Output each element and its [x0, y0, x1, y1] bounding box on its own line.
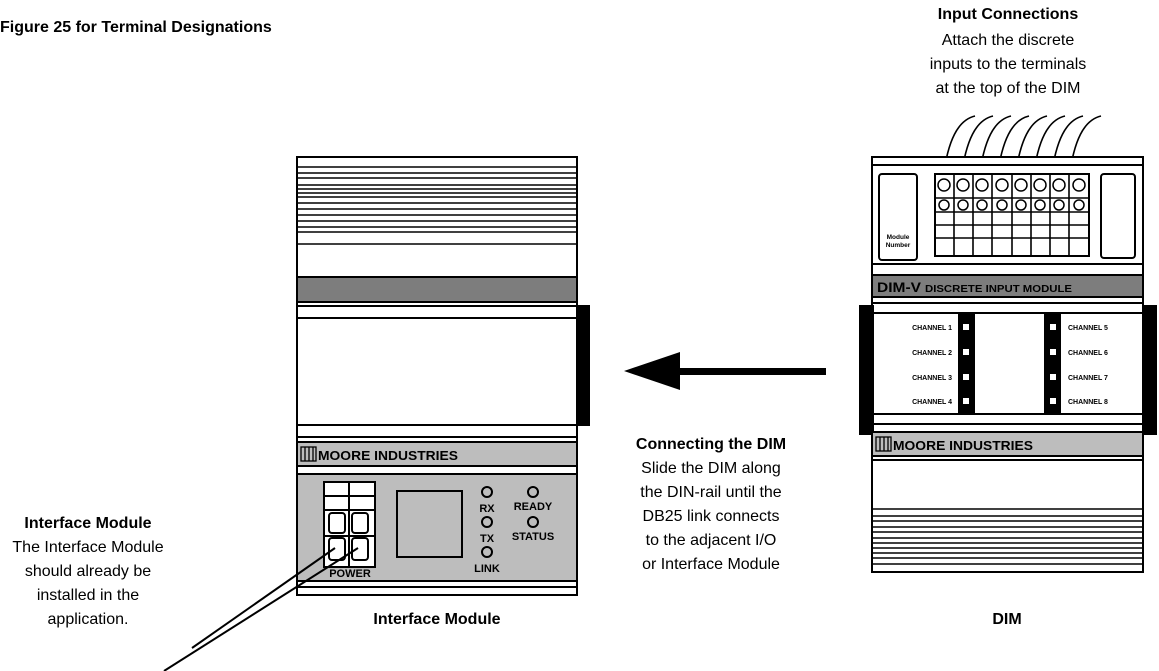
interface-module-brand: MOORE INDUSTRIES — [318, 449, 458, 463]
interface-module-callout-line-2: should already be — [25, 563, 151, 580]
ready-led — [527, 486, 539, 498]
dim-caption: DIM — [992, 611, 1021, 628]
power-label: POWER — [329, 568, 371, 580]
interface-module-led-labels: RX TX LINK READY STATUS — [474, 501, 554, 575]
dim-terminal-screws — [937, 178, 1086, 211]
interface-module-callout-line-4: application. — [48, 611, 129, 628]
interface-module-callout-line-1: The Interface Module — [12, 539, 163, 556]
tx-label: TX — [480, 533, 495, 545]
module-number-label-line-1: Module — [887, 234, 910, 241]
dim-channel-labels-right: CHANNEL 5 CHANNEL 6 CHANNEL 7 CHANNEL 8 — [1068, 325, 1108, 406]
interface-module-display-window — [396, 490, 463, 558]
module-number-box — [878, 173, 918, 261]
input-connections-line-3: at the top of the DIM — [936, 80, 1081, 97]
dim-model: DIM-V — [877, 279, 922, 295]
connecting-dim-line-2: the DIN-rail until the — [640, 484, 781, 501]
dim-brand-band — [871, 431, 1144, 457]
interface-module-gray-band — [296, 276, 578, 303]
interface-module-top-vents — [297, 166, 577, 245]
ready-label: READY — [514, 501, 553, 513]
dim-model-band — [871, 274, 1144, 298]
channel-6-label: CHANNEL 6 — [1068, 350, 1108, 357]
input-connections-callout: Input Connections Attach the discrete in… — [930, 6, 1087, 97]
status-label: STATUS — [512, 531, 554, 543]
input-connections-title: Input Connections — [938, 6, 1079, 23]
channel-3-label: CHANNEL 3 — [912, 375, 952, 382]
dim-drawing — [859, 115, 1157, 573]
connecting-dim-line-1: Slide the DIM along — [641, 460, 781, 477]
dim-bottom-vents — [872, 508, 1143, 565]
connecting-dim-callout: Connecting the DIM Slide the DIM along t… — [636, 436, 786, 573]
interface-module-caption: Interface Module — [373, 611, 500, 628]
figure-reference: Figure 25 for Terminal Designations — [0, 19, 272, 36]
channel-8-label: CHANNEL 8 — [1068, 399, 1108, 406]
interface-module-leds — [481, 486, 539, 558]
interface-module-callout-line-3: installed in the — [37, 587, 139, 604]
channel-2-label: CHANNEL 2 — [912, 350, 952, 357]
slide-direction-arrow — [624, 352, 826, 390]
status-led — [527, 516, 539, 528]
module-number-label-line-2: Number — [886, 242, 911, 249]
tx-led — [481, 516, 493, 528]
rx-led — [481, 486, 493, 498]
dim-right-connector — [1142, 305, 1157, 435]
connecting-dim-line-3: DB25 link connects — [643, 508, 780, 525]
dim-channel-labels-left: CHANNEL 1 CHANNEL 2 CHANNEL 3 CHANNEL 4 — [912, 325, 952, 406]
connecting-dim-line-5: or Interface Module — [642, 556, 780, 573]
interface-module-logo-icon — [300, 446, 317, 462]
interface-module-db25-connector — [577, 305, 590, 426]
dim-brand: MOORE INDUSTRIES — [893, 439, 1033, 453]
dim-channel-leds — [963, 324, 1056, 404]
rx-label: RX — [479, 503, 495, 515]
interface-module-brand-band — [296, 441, 578, 467]
dim-logo-icon — [875, 436, 892, 452]
input-connections-line-1: Attach the discrete — [942, 32, 1075, 49]
interface-module-callout: Interface Module The Interface Module sh… — [12, 515, 163, 628]
dim-left-connector — [859, 305, 874, 435]
connecting-dim-title: Connecting the DIM — [636, 436, 786, 453]
channel-5-label: CHANNEL 5 — [1068, 325, 1108, 332]
connecting-dim-line-4: to the adjacent I/O — [646, 532, 777, 549]
input-connections-line-2: inputs to the terminals — [930, 56, 1087, 73]
channel-1-label: CHANNEL 1 — [912, 325, 952, 332]
interface-module-callout-title: Interface Module — [24, 515, 151, 532]
dim-model-description: DISCRETE INPUT MODULE — [925, 283, 1072, 295]
power-wires — [163, 547, 359, 671]
channel-7-label: CHANNEL 7 — [1068, 375, 1108, 382]
link-led — [481, 546, 493, 558]
channel-4-label: CHANNEL 4 — [912, 399, 952, 406]
link-label: LINK — [474, 563, 500, 575]
dim-blank-box — [1100, 173, 1136, 259]
